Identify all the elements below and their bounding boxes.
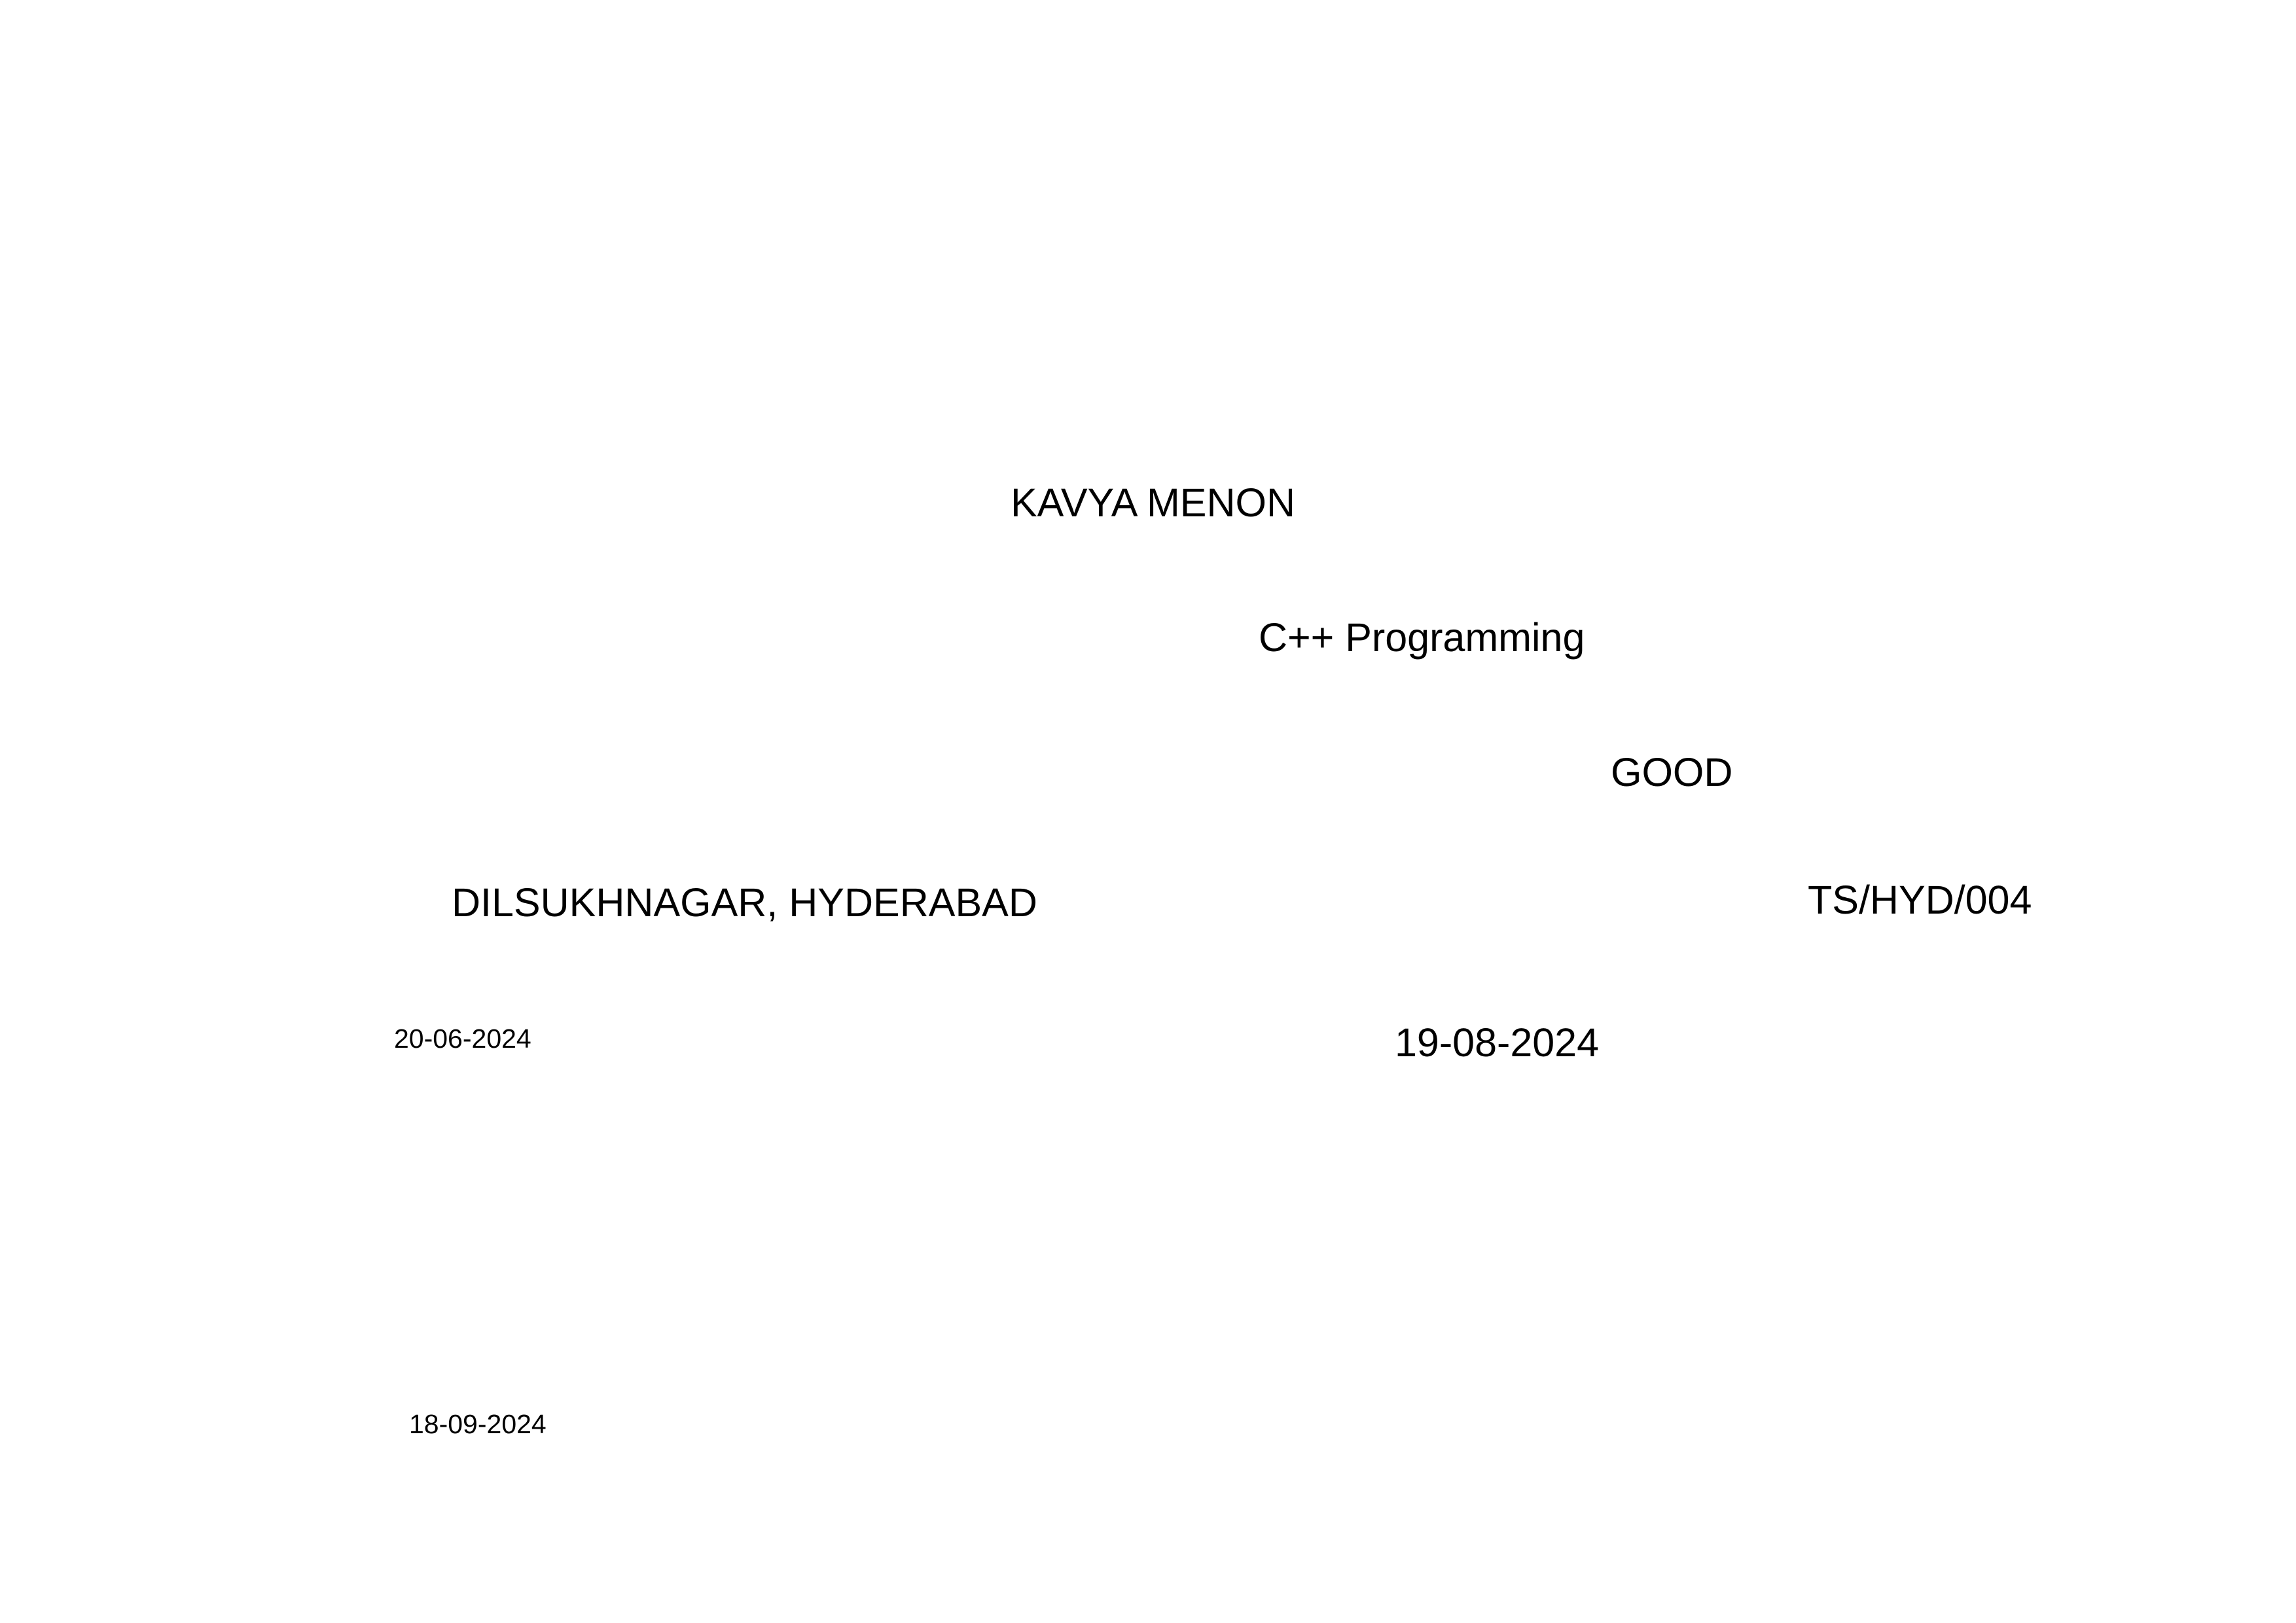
centre-location: DILSUKHNAGAR, HYDERABAD (452, 880, 1037, 925)
centre-code: TS/HYD/004 (1808, 878, 2032, 922)
end-date: 19-08-2024 (1395, 1020, 1600, 1065)
issue-date: 18-09-2024 (409, 1409, 547, 1439)
student-name: KAVYA MENON (1011, 480, 1296, 525)
grade: GOOD (1611, 750, 1733, 794)
start-date: 20-06-2024 (394, 1024, 531, 1054)
course-name: C++ Programming (1259, 615, 1585, 660)
